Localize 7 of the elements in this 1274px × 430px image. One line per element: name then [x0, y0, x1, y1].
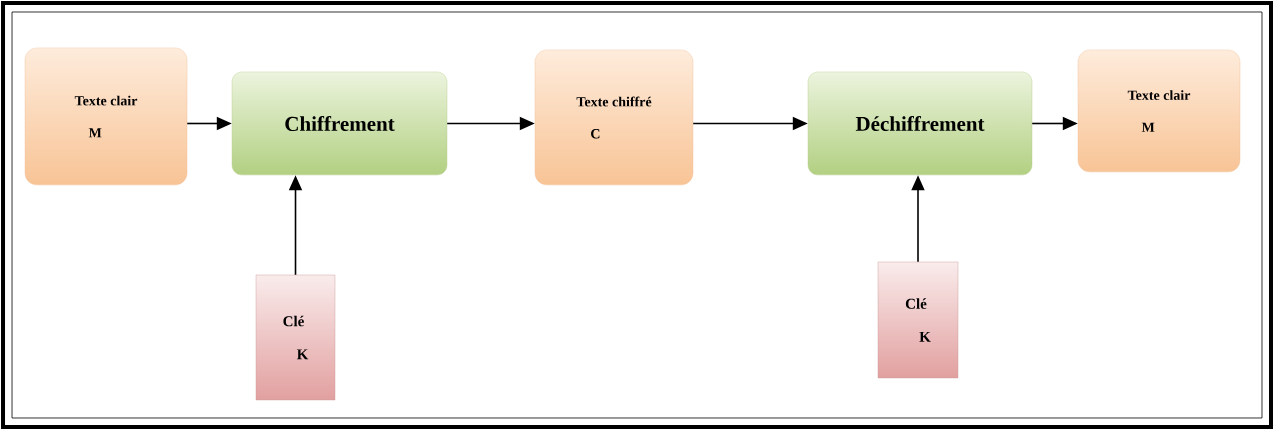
process-box: Chiffrement: [231, 71, 448, 176]
data-box: Texte clair M: [24, 47, 188, 186]
key-box: Clé K: [255, 274, 336, 401]
key-box: Clé K: [877, 261, 959, 379]
process-box: Déchiffrement: [807, 71, 1033, 176]
data-box: Texte clair M: [1077, 49, 1241, 173]
data-box: Texte chiffré C: [534, 49, 694, 186]
